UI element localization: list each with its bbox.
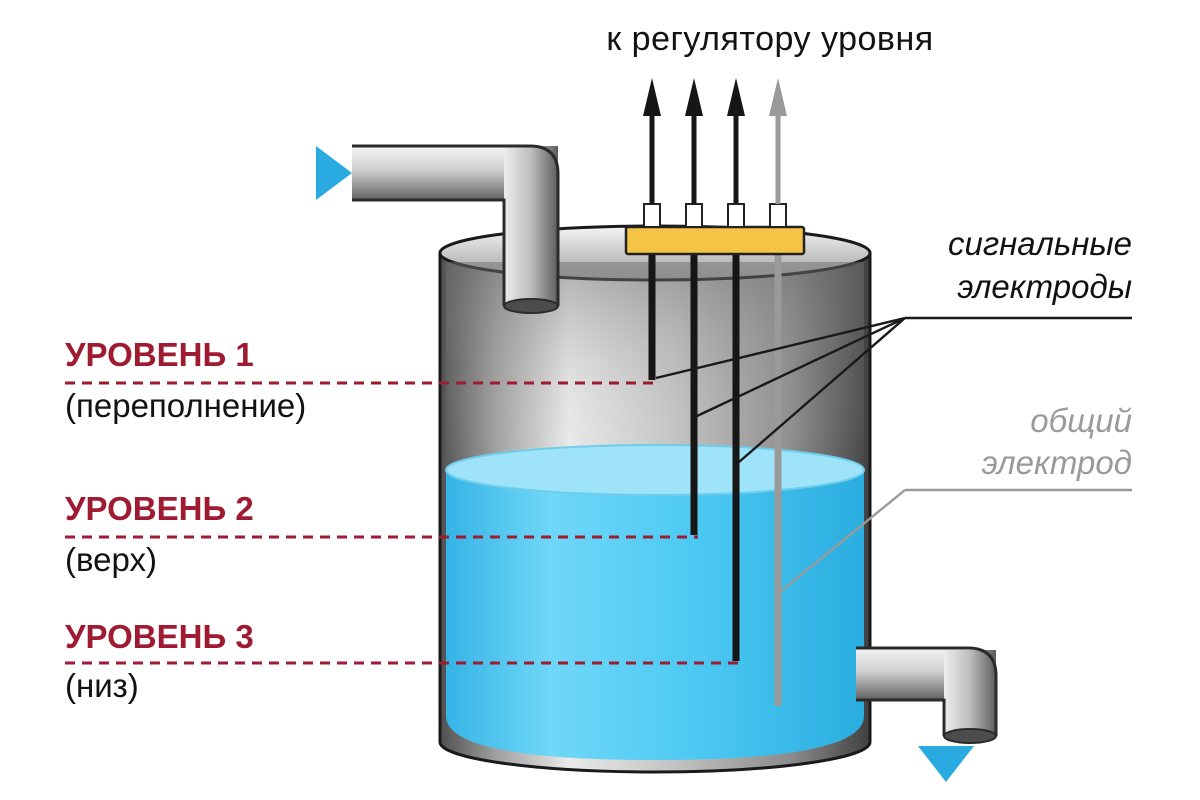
inlet-pipe [316, 144, 560, 314]
electrodes [648, 254, 782, 706]
terminal-block-group [624, 78, 806, 256]
terminal-block [624, 225, 806, 256]
outlet-pipe-outline [856, 646, 998, 736]
common-electrode-label-line2: электрод [982, 444, 1132, 481]
common-electrode-label-line1: общий [1030, 402, 1132, 439]
inlet-flow-arrow [316, 146, 352, 200]
level-2-desc: (верх) [65, 541, 157, 578]
outlet-pipe [856, 646, 998, 782]
terminal-connector-1 [643, 203, 661, 228]
signal-leader-1 [655, 316, 906, 380]
level-2-name: УРОВЕНЬ 2 [65, 490, 254, 527]
signal-leader-2 [696, 316, 906, 418]
signal-electrodes-label-line1: сигнальные [948, 225, 1132, 262]
level-1-name: УРОВЕНЬ 1 [65, 336, 254, 373]
outlet-flow-arrow [918, 746, 974, 782]
level-3-name: УРОВЕНЬ 3 [65, 618, 254, 655]
level-1-desc: (переполнение) [65, 387, 306, 424]
inlet-pipe-outline [352, 144, 560, 306]
wire-arrow-head-2 [685, 78, 703, 116]
common-electrode-label-group: общий электрод [779, 402, 1132, 593]
level-3-desc: (низ) [65, 667, 139, 704]
inlet-pipe-opening [503, 298, 559, 314]
outlet-pipe-opening [943, 728, 997, 744]
common-leader [779, 489, 906, 593]
water [445, 444, 865, 760]
water-surface [445, 444, 865, 496]
wire-arrow-head-3 [727, 78, 745, 116]
signal-electrodes-label-line2: электроды [957, 268, 1132, 305]
level-annotations: УРОВЕНЬ 1 (переполнение) УРОВЕНЬ 2 (верх… [65, 336, 740, 704]
inlet-pipe-horizontal [352, 146, 532, 200]
terminal-connector-4 [769, 203, 787, 228]
water-body [446, 470, 864, 760]
signal-leader-3 [738, 317, 906, 463]
wire-arrow-head-common [769, 78, 787, 116]
outlet-pipe-vertical [944, 650, 996, 736]
terminal-connector-2 [685, 203, 703, 228]
wire-arrow-head-1 [643, 78, 661, 116]
terminal-connector-3 [727, 203, 745, 228]
signal-electrodes-label-group: сигнальные электроды [655, 225, 1132, 463]
inlet-pipe-vertical [504, 146, 558, 306]
page-title: к регулятору уровня [606, 20, 933, 58]
